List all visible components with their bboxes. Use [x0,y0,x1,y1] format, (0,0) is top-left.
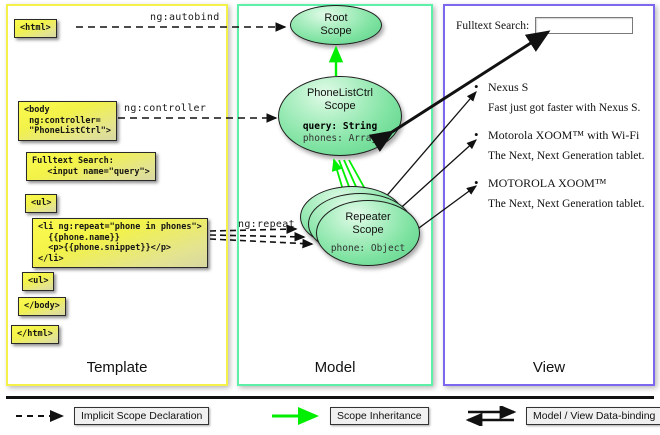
scope-phonelistctrl-name-1: PhoneListCtrl [306,87,374,99]
scope-prop-phone: phone: Object [330,243,406,254]
code-box-search-input: Fulltext Search: <input name="query"> [26,152,156,181]
legend-divider [6,396,654,399]
view-item-title: Nexus S [474,79,528,95]
legend-double-arrow-icon [465,406,517,426]
code-box-html-close: </html> [11,325,59,344]
view-item-title: Motorola XOOM™ with Wi-Fi [474,127,639,143]
legend-label-databinding: Model / View Data-binding [526,407,660,425]
scope-root-name-2: Scope [320,25,352,37]
panel-view-title: View [532,359,566,376]
code-box-body-close: </body> [18,297,66,316]
connector-label-repeat: ng:repeat [238,219,295,230]
view-item-snippet: The Next, Next Generation tablet. [488,198,645,210]
scope-phonelistctrl: PhoneListCtrl Scope query: String phones… [278,76,402,156]
scope-repeater: Repeater Scope phone: Object [316,200,420,266]
legend-item-scope-inheritance: Scope Inheritance [268,406,429,426]
panel-view: View [443,4,655,386]
view-item-snippet: Fast just got faster with Nexus S. [488,102,641,114]
scope-phonelistctrl-name-2: Scope [324,100,356,112]
connector-label-autobind: ng:autobind [150,12,220,23]
code-box-body: <body ng:controller= "PhoneListCtrl"> [18,101,117,141]
scope-root-name-1: Root [324,12,348,24]
legend-label-implicit: Implicit Scope Declaration [74,407,210,425]
code-box-ul-close: <ul> [22,272,55,291]
view-item-title: MOTOROLA XOOM™ [474,175,606,191]
view-search-input[interactable] [535,17,634,34]
view-search-row: Fulltext Search: [456,17,634,34]
legend-dashed-arrow-icon [16,410,64,422]
legend-item-implicit-scope-declaration: Implicit Scope Declaration [12,406,210,426]
view-search-label: Fulltext Search: [456,19,530,32]
view-item-snippet: The Next, Next Generation tablet. [488,150,645,162]
scope-repeater-name-2: Scope [352,224,384,236]
scope-prop-query: query: String [302,121,378,132]
scope-root: Root Scope [290,5,382,45]
code-box-html: <html> [14,19,57,38]
legend: Implicit Scope Declaration Scope Inherit… [0,404,660,432]
scope-repeater-name-1: Repeater [345,211,391,223]
legend-label-inheritance: Scope Inheritance [330,407,429,425]
legend-item-data-binding: Model / View Data-binding [464,406,660,426]
connector-label-controller: ng:controller [124,103,207,114]
scope-prop-phones: phones: Array [302,133,378,144]
legend-green-arrow-icon [272,407,319,425]
panel-model-title: Model [314,359,356,376]
code-box-li-repeat: <li ng:repeat="phone in phones"> {{phone… [32,218,208,268]
panel-template-title: Template [86,359,148,376]
code-box-ul-open: <ul> [25,194,58,213]
